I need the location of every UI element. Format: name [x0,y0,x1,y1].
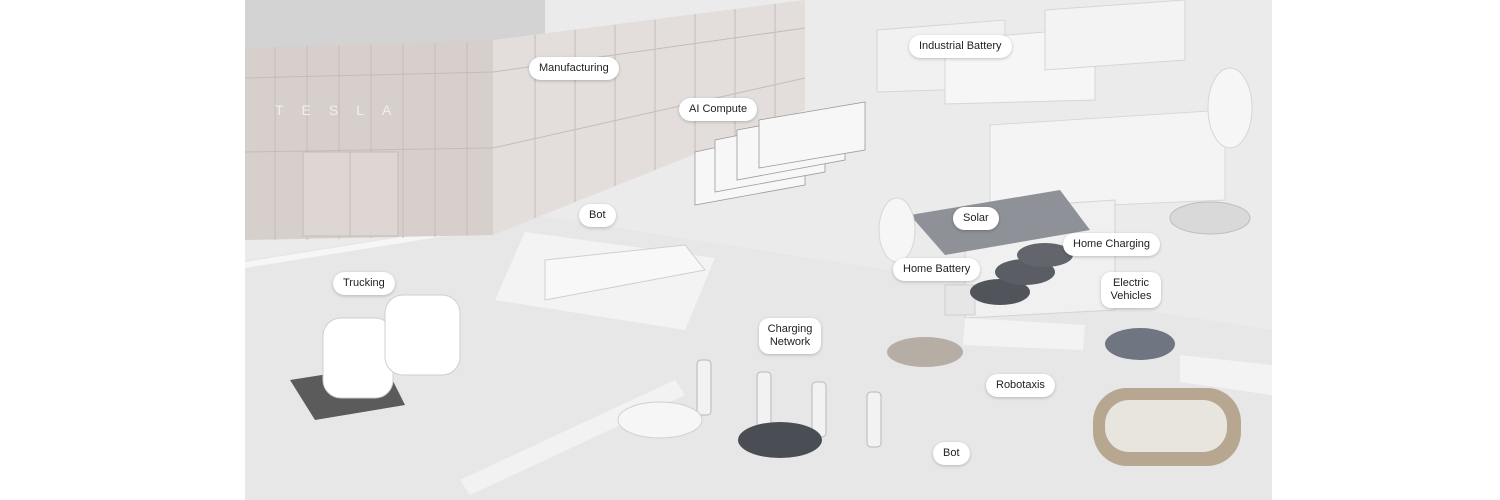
label-trucking: Trucking [333,272,395,295]
bot-assembly-line [544,244,706,301]
scene-illustration [245,0,1272,500]
energy-ecosystem-scene: TESLA Manufacturing Industrial Battery A… [245,0,1272,500]
label-home-charging: Home Charging [1063,233,1161,256]
label-electric-vehicles: Electric Vehicles [1101,272,1161,308]
label-solar: Solar [953,207,999,230]
label-home-battery: Home Battery [893,258,981,281]
label-bot-street: Bot [933,442,970,465]
label-bot-factory: Bot [579,204,616,227]
label-charging-network: Charging Network [759,318,821,354]
vehicles [617,201,1251,458]
label-manufacturing: Manufacturing [529,57,619,80]
label-ai-compute: AI Compute [679,98,758,121]
building-logo: TESLA [275,102,410,118]
hedge [963,318,1085,350]
label-industrial-battery: Industrial Battery [909,35,1012,58]
label-robotaxis: Robotaxis [986,374,1055,397]
superchargers [696,359,882,448]
trees [878,67,1253,263]
factory-panel-lines [245,4,806,240]
solar-roof [910,190,1090,255]
ai-compute-racks [694,101,866,206]
semi-trucks [290,294,461,420]
robotaxi-van [1093,388,1241,466]
home-battery-unit [944,284,976,316]
hedge-right [1180,355,1272,395]
